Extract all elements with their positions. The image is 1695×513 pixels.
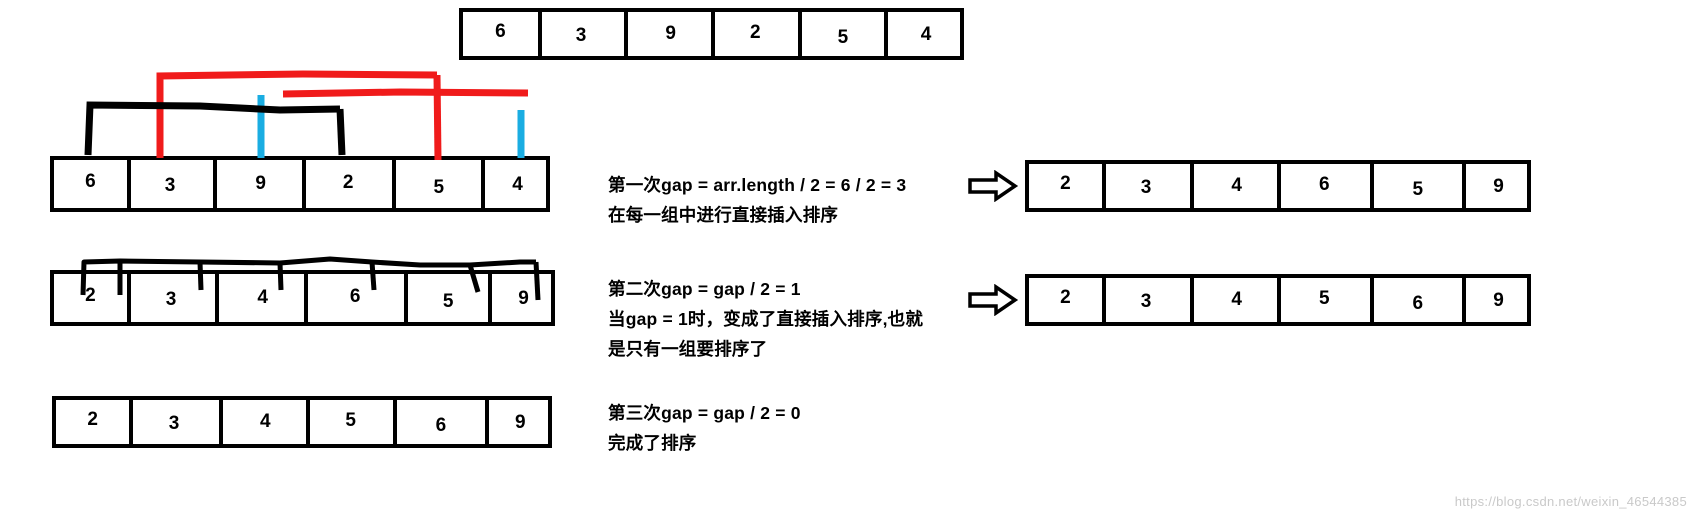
annotation-step1-line2: 在每一组中进行直接插入排序: [608, 205, 839, 225]
group-red-bracket: [156, 70, 442, 161]
array-cell: 4: [512, 174, 523, 195]
array-cell: 9: [217, 160, 306, 208]
annotation-step3: 第三次gap = gap / 2 = 0 完成了排序: [608, 398, 801, 458]
array-cell: 3: [1106, 278, 1195, 322]
array-left-step1: 6 3 9 2 5 4: [50, 156, 550, 212]
array-cell: 5: [1281, 278, 1374, 322]
annotation-step3-line1: 第三次gap = gap / 2 = 0: [608, 403, 801, 423]
array-cell: 4: [1194, 164, 1281, 208]
watermark: https://blog.csdn.net/weixin_46544385: [1454, 494, 1687, 509]
array-cell: 4: [920, 24, 932, 45]
array-left-step2: 2 3 4 6 5 9: [50, 270, 555, 326]
array-cell: 5: [396, 160, 486, 208]
group-black-bracket: [84, 101, 346, 156]
annotation-step1-line1: 第一次gap = arr.length / 2 = 6 / 2 = 3: [608, 175, 907, 195]
annotation-step3-line2: 完成了排序: [608, 433, 697, 453]
array-cell: 2: [715, 12, 802, 56]
array-cell: 4: [223, 400, 310, 444]
array-right-step2: 2 3 4 5 6 9: [1025, 274, 1531, 326]
array-cell: 6: [463, 12, 542, 56]
annotation-step2-line2: 当gap = 1时，变成了直接插入排序,也就: [608, 309, 924, 329]
array-cell: 2: [54, 274, 131, 322]
array-cell: 6: [397, 400, 489, 444]
group-red-bracket-2: [282, 88, 529, 98]
right-arrow-icon-1: [968, 169, 1019, 203]
array-cell: 2: [1029, 278, 1106, 322]
annotation-step2: 第二次gap = gap / 2 = 1 当gap = 1时，变成了直接插入排序…: [608, 274, 923, 364]
array-cell: 6: [308, 274, 409, 322]
annotation-step2-line3: 是只有一组要排序了: [608, 339, 768, 359]
array-cell: 5: [1374, 164, 1467, 208]
array-cell: 4: [1194, 278, 1281, 322]
array-cell: 9: [1493, 290, 1504, 311]
right-arrow-icon-2: [968, 283, 1019, 317]
array-cell: 9: [518, 288, 529, 309]
annotation-step2-line1: 第二次gap = gap / 2 = 1: [608, 279, 801, 299]
array-cell: 3: [542, 12, 629, 56]
array-cell: 3: [131, 160, 218, 208]
array-cell: 9: [514, 412, 526, 433]
array-cell: 5: [310, 400, 398, 444]
annotation-step1: 第一次gap = arr.length / 2 = 6 / 2 = 3 在每一组…: [608, 170, 906, 230]
array-cell: 3: [131, 274, 220, 322]
array-cell: 6: [1374, 278, 1467, 322]
array-cell: 5: [408, 274, 492, 322]
array-cell: 4: [219, 274, 308, 322]
array-cell: 9: [628, 12, 715, 56]
array-cell: 6: [54, 160, 131, 208]
array-right-step1: 2 3 4 6 5 9: [1025, 160, 1531, 212]
array-left-step3: 2 3 4 5 6 9: [52, 396, 552, 448]
array-cell: 2: [1029, 164, 1106, 208]
array-cell: 2: [306, 160, 397, 208]
array-cell: 9: [1493, 176, 1504, 197]
array-cell: 3: [1106, 164, 1195, 208]
group-blue-bracket: [257, 95, 525, 158]
array-top: 6 3 9 2 5 4: [459, 8, 964, 60]
array-cell: 6: [1281, 164, 1374, 208]
array-cell: 3: [133, 400, 223, 444]
array-cell: 5: [802, 12, 889, 56]
array-cell: 2: [56, 400, 134, 444]
